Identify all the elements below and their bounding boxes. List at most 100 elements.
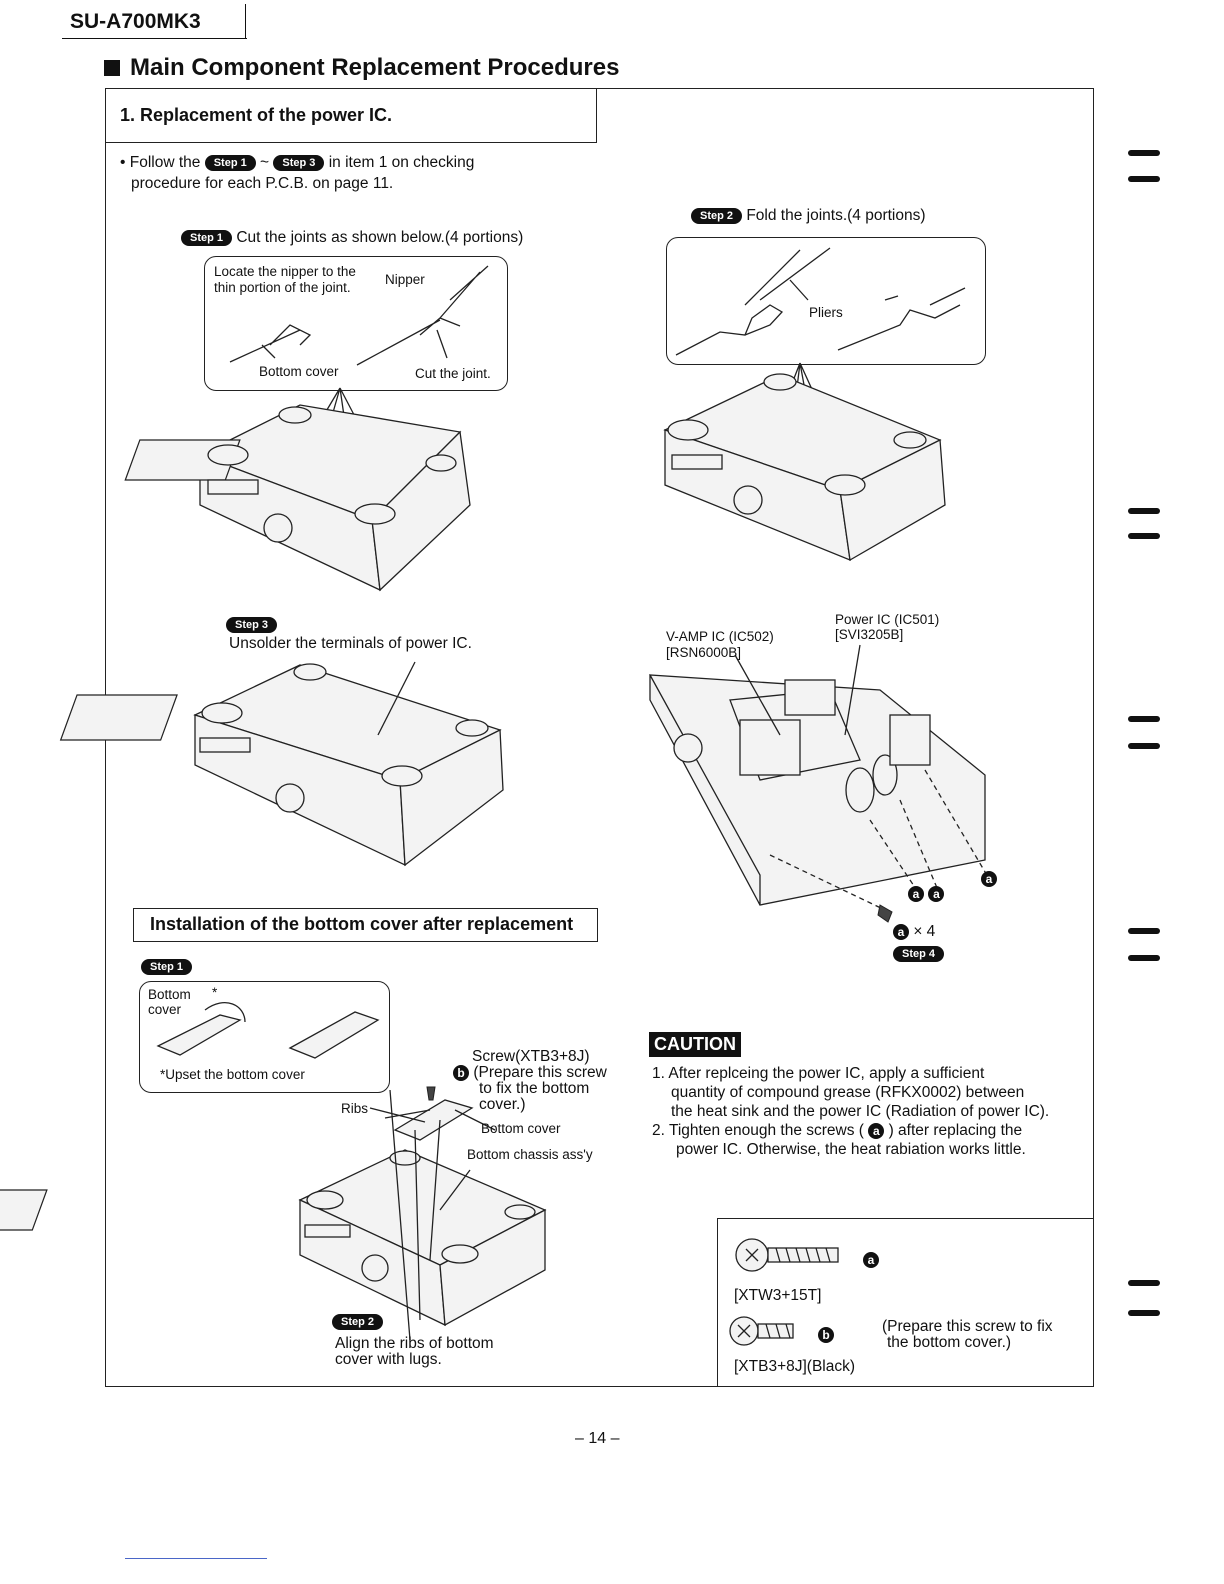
screw-a-icon: a [908, 885, 924, 902]
section-title: 1. Replacement of the power IC. [120, 105, 393, 125]
install-screw-2: (Prepare this screw [473, 1064, 607, 1081]
power-ic-label-2: [SVI3205B] [835, 627, 904, 642]
margin-mark [1128, 1280, 1160, 1286]
page-title-text: Main Component Replacement Procedures [130, 54, 620, 81]
step1-badge: Step 1 [141, 958, 193, 975]
screw-b-icon: b [818, 1326, 834, 1343]
caution-1-line-2: quantity of compound grease (RFKX0002) b… [671, 1084, 1025, 1101]
screw-a-icon: a [863, 1251, 879, 1268]
page-number: – 14 – [575, 1430, 620, 1447]
legend-a-mark-row: a [863, 1251, 879, 1269]
screw-b-drawing [729, 1316, 794, 1346]
install-screw-2-row: b (Prepare this screw [453, 1063, 607, 1082]
install-screw-4: cover.) [479, 1096, 526, 1113]
margin-mark [1128, 928, 1160, 934]
step4-badge-row: Step 4 [893, 945, 945, 963]
screw-a-icon: a [928, 885, 945, 902]
align-line-1: Align the ribs of bottom [335, 1335, 494, 1352]
screw-a-drawing [735, 1238, 839, 1272]
align-line-2: cover with lugs. [335, 1351, 442, 1368]
chassis-label: Bottom chassis ass'y [467, 1147, 593, 1162]
section-header-box [105, 88, 597, 143]
power-ic-label-1: Power IC (IC501) [835, 612, 940, 627]
caution-2-part-a: 2. Tighten enough the screws ( [652, 1122, 864, 1139]
margin-mark [1128, 716, 1160, 722]
model-number: SU-A700MK3 [70, 10, 201, 33]
cut-joint-label: Cut the joint. [415, 366, 491, 381]
amplifier-step3 [59, 661, 504, 867]
vamp-ic-label-1: V-AMP IC (IC502) [666, 629, 774, 644]
cover-sketch [156, 1002, 380, 1059]
step3-badge: Step 3 [226, 616, 278, 633]
step1-text: Cut the joints as shown below.(4 portion… [236, 229, 524, 246]
amplifier-step1 [124, 404, 471, 592]
step2-heading: Step 2 Fold the joints.(4 portions) [691, 206, 926, 225]
upset-cover-callout [139, 981, 390, 1093]
nipper-callout [204, 256, 508, 391]
legend-b-mark-row: b [818, 1326, 834, 1344]
intro-line-1: • Follow the Step 1 ~ Step 3 in item 1 o… [120, 153, 474, 172]
nipper-label: Nipper [385, 272, 425, 287]
caution-2-line-2: power IC. Otherwise, the heat rabiation … [676, 1141, 1026, 1158]
screw-count: a × 4 [893, 922, 935, 941]
model-underline [62, 38, 247, 39]
margin-mark [1128, 955, 1160, 961]
locate-line-2: thin portion of the joint. [214, 280, 351, 295]
step1-badge: Step 1 [204, 154, 256, 171]
step1-badge: Step 1 [181, 229, 233, 246]
step2-text: Fold the joints.(4 portions) [746, 207, 926, 224]
install-step1-row: Step 1 [141, 958, 193, 976]
step2-badge: Step 2 [332, 1313, 384, 1330]
install-asterisk: * [212, 985, 218, 1000]
margin-mark [1128, 508, 1160, 514]
locate-line-1: Locate the nipper to the [214, 264, 356, 279]
install-bottom-cover-label: Bottom cover [481, 1121, 561, 1136]
screw-b-note-2: the bottom cover.) [887, 1334, 1012, 1351]
step1-heading: Step 1 Cut the joints as shown below.(4 … [181, 228, 523, 247]
screw-a-part: [XTW3+15T] [734, 1287, 822, 1304]
caution-1-line-3: the heat sink and the power IC (Radiatio… [671, 1103, 1050, 1120]
install-bottom-label-1: Bottom [148, 987, 191, 1002]
margin-mark [1128, 743, 1160, 749]
step3-badge: Step 3 [273, 154, 325, 171]
intro-suffix: in item 1 on checking [328, 154, 475, 171]
amplifier-install [0, 1086, 547, 1341]
screw-b-icon: b [453, 1064, 469, 1081]
install-screw-1: Screw(XTB3+8J) [472, 1048, 590, 1065]
vamp-ic-label-2: [RSN6000B] [666, 645, 742, 660]
install-title: Installation of the bottom cover after r… [150, 914, 574, 934]
times-four: × 4 [913, 923, 936, 940]
screw-a-mark-right: a [981, 870, 997, 888]
bottom-cover-label: Bottom cover [259, 364, 339, 379]
footer-line [125, 1558, 267, 1559]
margin-mark [1128, 176, 1160, 182]
screw-a-icon: a [981, 870, 997, 887]
screw-b-note-1: (Prepare this screw to fix [882, 1318, 1053, 1335]
step3-text: Unsolder the terminals of power IC. [229, 635, 472, 652]
caution-label: CAUTION [649, 1032, 741, 1057]
amplifier-interior [648, 644, 989, 923]
model-divider [245, 4, 246, 39]
pliers-callout [666, 237, 986, 365]
screw-b-part: [XTB3+8J](Black) [734, 1358, 856, 1375]
install-title-box [133, 908, 598, 942]
caution-2-part-b: ) after replacing the [888, 1122, 1023, 1139]
pliers-label: Pliers [809, 305, 843, 320]
caution-1-line-1: 1. After replceing the power IC, apply a… [652, 1065, 985, 1082]
intro-sep: ~ [260, 154, 270, 171]
install-screw-3: to fix the bottom [479, 1080, 590, 1097]
caution-2-line-1: 2. Tighten enough the screws ( a ) after… [652, 1121, 1022, 1140]
square-bullet-icon [104, 60, 120, 76]
step3-badge-row: Step 3 [226, 615, 278, 634]
margin-mark [1128, 150, 1160, 156]
install-step2-row: Step 2 [332, 1313, 384, 1331]
margin-mark [1128, 1310, 1160, 1316]
step2-badge: Step 2 [691, 207, 743, 224]
screw-legend-box [717, 1218, 1093, 1386]
install-bottom-label-2: cover [148, 1002, 182, 1017]
screw-a-icon: a [868, 1122, 885, 1139]
intro-line-2: procedure for each P.C.B. on page 11. [131, 175, 394, 192]
page-title: Main Component Replacement Procedures [104, 54, 619, 82]
